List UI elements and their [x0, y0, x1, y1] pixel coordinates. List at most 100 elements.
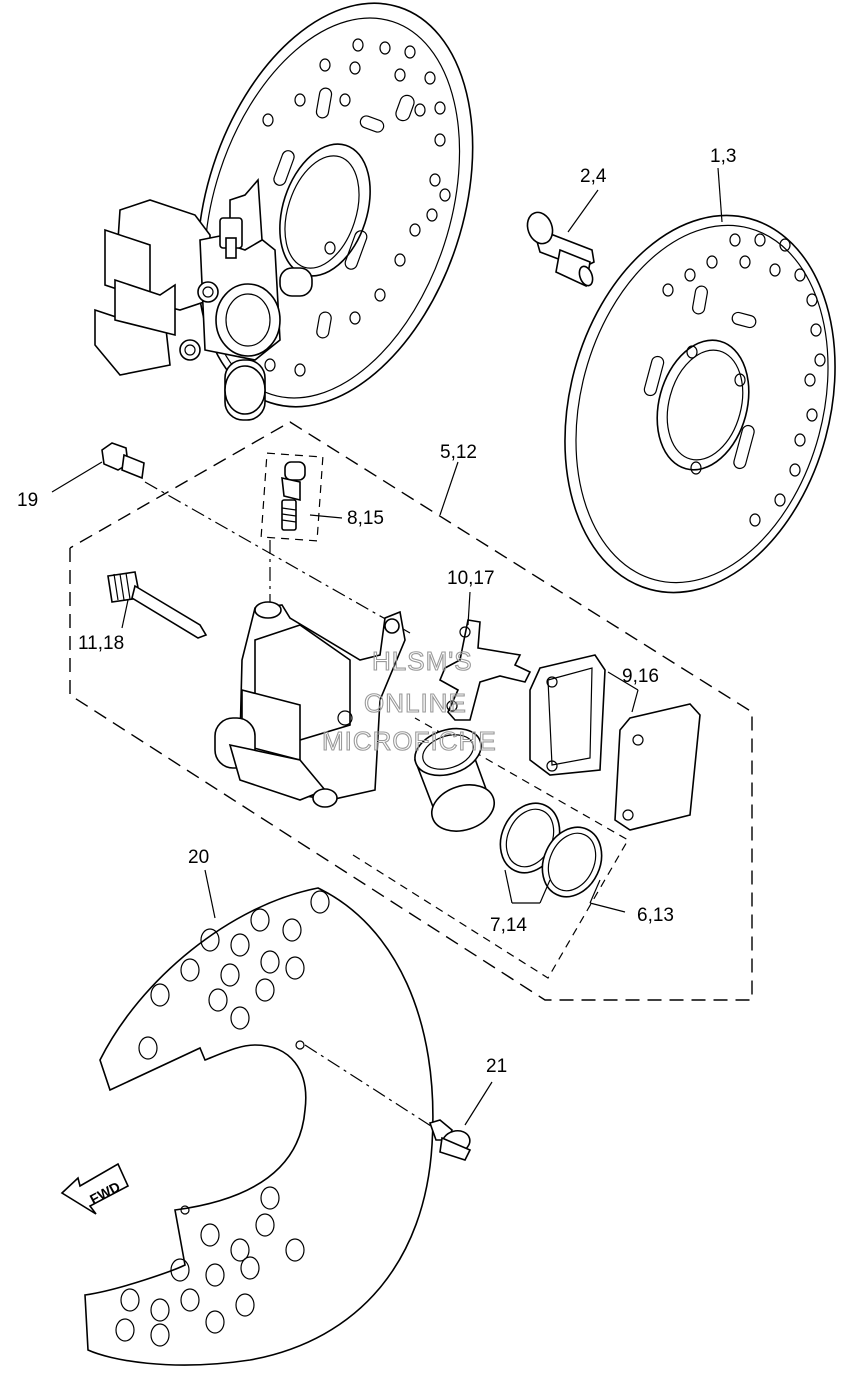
hole	[749, 513, 761, 527]
fwd-arrow: FWD	[60, 1162, 130, 1215]
watermark-line-1: HLSM'S	[372, 646, 473, 676]
hole	[814, 353, 826, 367]
hole	[180, 1288, 200, 1312]
caliper-piston	[413, 727, 495, 832]
brake-disc-rotor	[564, 214, 836, 594]
hole	[120, 1288, 140, 1312]
callout-piston-seals: 7,14	[490, 915, 527, 936]
slide-pin	[107, 571, 208, 639]
hole	[374, 288, 386, 302]
bolt-axis-line	[144, 481, 411, 634]
watermark-line-2: ONLINE	[364, 688, 467, 718]
callout-slide-pin: 11,18	[78, 633, 124, 654]
hole	[282, 918, 302, 942]
bleed-screw-boundary	[260, 452, 324, 542]
caliper-body	[214, 601, 406, 808]
shield-bolt-axis-line	[304, 1044, 446, 1136]
callout-rotor-bolt: 2,4	[580, 166, 607, 187]
hole	[690, 461, 702, 475]
watermark: HLSM'S ONLINE MICROFICHE	[321, 645, 497, 756]
hole	[806, 408, 818, 422]
hole	[429, 173, 441, 187]
hole	[260, 1186, 280, 1210]
hole	[138, 1036, 158, 1060]
assembled-rotor-holes	[262, 38, 451, 377]
hole	[205, 1310, 225, 1334]
hole	[262, 113, 274, 127]
hole	[779, 238, 791, 252]
hole	[754, 233, 766, 247]
hole	[324, 241, 336, 255]
hole	[774, 493, 786, 507]
hole	[255, 978, 275, 1002]
caliper-assembly-boundary	[69, 421, 753, 1001]
hole	[769, 263, 781, 277]
hole	[404, 45, 416, 59]
callout-seal-kit: 6,13	[637, 905, 674, 926]
hole	[230, 1238, 250, 1262]
assembled-brake-rotor	[196, 2, 474, 408]
hole	[115, 1318, 135, 1342]
pad-spring-clip	[438, 619, 532, 721]
callout-pad-spring: 10,17	[447, 568, 495, 589]
hole	[349, 311, 361, 325]
hole	[230, 1006, 250, 1030]
hole	[319, 58, 331, 72]
hole	[310, 890, 330, 914]
hole	[200, 928, 220, 952]
assembled-caliper	[94, 178, 313, 421]
hole	[379, 41, 391, 55]
hole	[409, 223, 421, 237]
hole	[434, 133, 446, 147]
hole	[260, 950, 280, 974]
hole	[662, 283, 674, 297]
piston-seals	[499, 802, 603, 898]
hole	[794, 268, 806, 282]
hole	[220, 963, 240, 987]
hole	[294, 93, 306, 107]
hole	[180, 958, 200, 982]
callout-caliper-assembly: 5,12	[440, 442, 477, 463]
hole	[789, 463, 801, 477]
hole	[684, 268, 696, 282]
caliper-bolt	[101, 442, 145, 480]
hole	[230, 933, 250, 957]
hole	[426, 208, 438, 222]
hole	[240, 1256, 260, 1280]
piston-seal-kit-boundary	[352, 717, 629, 979]
hole	[264, 358, 276, 372]
hole	[394, 253, 406, 267]
hole	[804, 373, 816, 387]
callout-shield-bolt: 21	[486, 1056, 507, 1077]
hole	[285, 1238, 305, 1262]
hole	[200, 1223, 220, 1247]
hole	[394, 68, 406, 82]
shield-holes	[115, 890, 330, 1347]
hole	[434, 101, 446, 115]
hole	[706, 255, 718, 269]
hole	[255, 1213, 275, 1237]
hole	[810, 323, 822, 337]
hole	[686, 345, 698, 359]
hole	[339, 93, 351, 107]
hole	[739, 255, 751, 269]
watermark-line-3: MICROFICHE	[322, 726, 497, 756]
hole	[205, 1263, 225, 1287]
shield-bolt	[428, 1119, 472, 1161]
hole	[150, 1298, 170, 1322]
callout-disc-guard: 20	[188, 847, 209, 868]
hole	[806, 293, 818, 307]
hole	[734, 373, 746, 387]
hole	[150, 983, 170, 1007]
hole	[170, 1258, 190, 1282]
hole	[729, 233, 741, 247]
hole	[439, 188, 451, 202]
callout-caliper-bolt: 19	[17, 490, 38, 511]
disc-guard-shield	[84, 887, 434, 1366]
hole	[208, 988, 228, 1012]
hole	[349, 61, 361, 75]
hole	[285, 956, 305, 980]
hole	[414, 103, 426, 117]
